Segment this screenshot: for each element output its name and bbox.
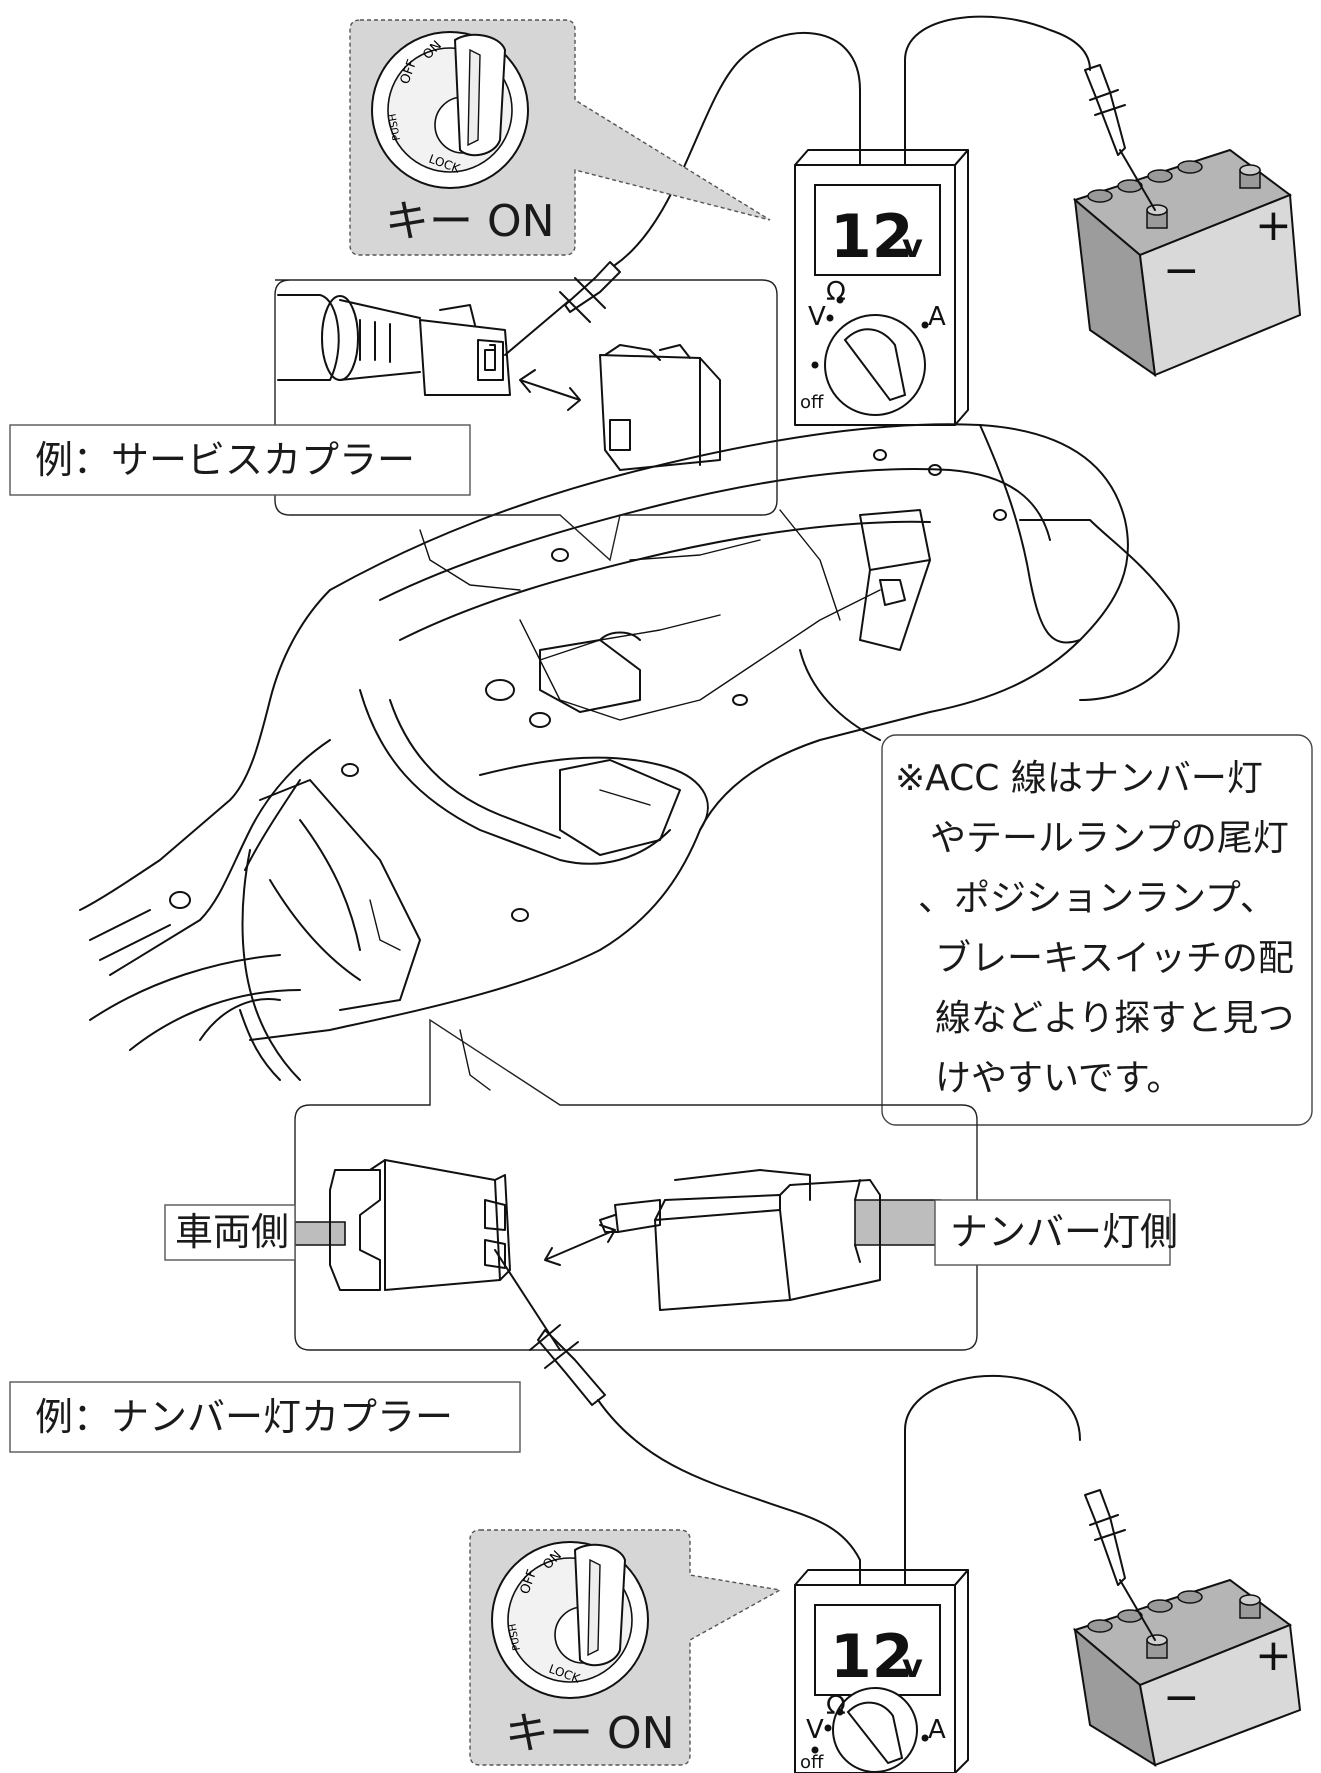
- note-line-1: ※ACC 線はナンバー灯: [895, 758, 1263, 799]
- service-probe: [504, 261, 621, 356]
- number-coupler-callout: [294, 1018, 978, 1406]
- lcd-value-top: 12: [830, 202, 914, 272]
- service-coupler-callout: [274, 261, 778, 562]
- dial-ohm-bottom: Ω: [826, 1691, 846, 1721]
- vehicle-side-label-box: 車両側: [164, 1204, 296, 1261]
- key-switch-top: OFF ON PUSH LOCK キー ON: [349, 19, 771, 256]
- multimeter-bottom: 12 v V Ω A off: [794, 1569, 969, 1773]
- note-line-5: 線などより探すと見つ: [935, 998, 1294, 1039]
- key-mark-push-top: PUSH: [387, 113, 403, 142]
- dial-ohm-top: Ω: [826, 277, 846, 307]
- key-caption-bottom: キー ON: [505, 1708, 675, 1759]
- probe-wire-bottom-right: [904, 1374, 1081, 1586]
- key-mark-push-bottom: PUSH: [507, 1623, 523, 1652]
- number-coupler-arrow: [544, 1224, 616, 1266]
- dial-off-bottom: off: [800, 1752, 824, 1773]
- battery-plus-top: +: [1255, 200, 1292, 251]
- motorcycle-rear-frame: [79, 423, 1180, 1091]
- service-coupler-female: [599, 344, 721, 471]
- note-line-2: やテールランプの尾灯: [930, 818, 1289, 859]
- note-line-6: けやすいです。: [935, 1058, 1182, 1099]
- lcd-unit-bottom: v: [902, 1647, 923, 1685]
- number-light-side-label-box: ナンバー灯側: [934, 1199, 1178, 1266]
- battery-bottom: + −: [1072, 1489, 1302, 1768]
- number-light-side-label: ナンバー灯側: [950, 1210, 1178, 1254]
- dial-off-top: off: [800, 392, 824, 413]
- service-coupler-cable: [277, 294, 421, 381]
- dial-volt-top: V: [808, 302, 826, 332]
- service-coupler-label: 例：サービスカプラー: [35, 438, 415, 482]
- note-line-4: ブレーキスイッチの配: [935, 938, 1294, 979]
- lcd-value-bottom: 12: [830, 1622, 914, 1692]
- multimeter-top: 12 v V Ω A off: [794, 149, 969, 426]
- number-coupler-label: 例：ナンバー灯カプラー: [35, 1395, 453, 1439]
- battery-minus-bottom: −: [1163, 1672, 1200, 1723]
- battery-minus-top: −: [1163, 245, 1200, 296]
- battery-plus-bottom: +: [1255, 1630, 1292, 1681]
- lcd-unit-top: v: [902, 227, 923, 265]
- probe-wire-bottom-left: [597, 1399, 861, 1586]
- battery-top: + −: [1072, 64, 1302, 378]
- service-coupler-male: [419, 304, 511, 396]
- number-coupler-probe: [494, 1249, 606, 1406]
- probe-wire-top-left: [614, 32, 861, 266]
- note-box: ※ACC 線はナンバー灯 やテールランプの尾灯 、ポジションランプ、 ブレーキス…: [881, 734, 1313, 1126]
- probe-wire-top-right: [904, 15, 1091, 166]
- service-coupler-label-box: 例：サービスカプラー: [9, 424, 471, 496]
- dial-amp-top: A: [928, 302, 946, 332]
- vehicle-side-label: 車両側: [175, 1210, 289, 1254]
- dial-amp-bottom: A: [928, 1715, 946, 1745]
- note-line-3: 、ポジションランプ、: [918, 878, 1276, 919]
- dial-volt-bottom: V: [806, 1715, 824, 1745]
- key-caption-top: キー ON: [385, 196, 555, 247]
- service-coupler-arrow: [519, 369, 581, 411]
- key-switch-bottom: OFF ON PUSH LOCK キー ON: [469, 1529, 783, 1766]
- number-coupler-label-box: 例：ナンバー灯カプラー: [9, 1381, 521, 1453]
- number-light-side-coupler: [599, 1169, 941, 1311]
- vehicle-side-coupler: [294, 1159, 511, 1291]
